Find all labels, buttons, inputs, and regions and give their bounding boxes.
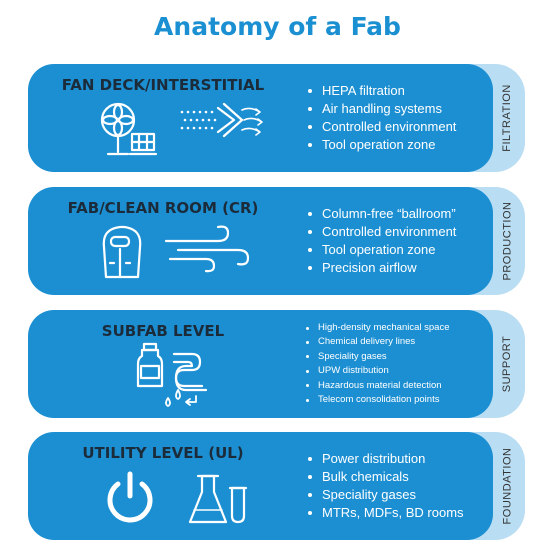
list-item: High-density mechanical space [304, 321, 449, 335]
water-drops-icon [165, 389, 197, 407]
fan-icon [100, 102, 136, 156]
list-item: Tool operation zone [306, 241, 456, 259]
tab-label-foundation: FOUNDATION [501, 447, 513, 525]
section-utility: FOUNDATION UTILITY LEVEL (UL) Power dist… [28, 432, 525, 540]
section-heading: FAN DECK/INTERSTITIAL [61, 76, 265, 94]
section-heading: SUBFAB LEVEL [101, 322, 225, 340]
list-item: Telecom consolidation points [304, 393, 449, 407]
power-icon [107, 471, 153, 523]
list-item: UPW distribution [304, 364, 449, 378]
section-panel: FAN DECK/INTERSTITIAL HEPA filtration Ai… [28, 64, 493, 172]
list-item: Tool operation zone [306, 136, 456, 154]
section-panel: SUBFAB LEVEL High-density mechanical spa… [28, 310, 493, 418]
section-clean-room: PRODUCTION FAB/CLEAN ROOM (CR) Column-fr… [28, 187, 525, 295]
section-panel: FAB/CLEAN ROOM (CR) Column-free “ballroo… [28, 187, 493, 295]
bullet-list: HEPA filtration Air handling systems Con… [306, 82, 456, 154]
solar-panel-icon [128, 132, 158, 156]
bullet-list: Power distribution Bulk chemicals Specia… [306, 450, 464, 522]
bullet-list: High-density mechanical space Chemical d… [304, 321, 449, 407]
tab-label-support: SUPPORT [501, 335, 514, 393]
list-item: HEPA filtration [306, 82, 456, 100]
list-item: Speciality gases [306, 486, 464, 504]
hepa-filter-icon [180, 102, 263, 138]
list-item: Controlled environment [306, 223, 456, 241]
list-item: Air handling systems [306, 100, 456, 118]
section-heading: FAB/CLEAN ROOM (CR) [67, 199, 259, 217]
list-item: Precision airflow [306, 259, 456, 277]
list-item: MTRs, MDFs, BD rooms [306, 504, 464, 522]
bullet-list: Column-free “ballroom” Controlled enviro… [306, 205, 456, 277]
tab-label-production: PRODUCTION [501, 201, 514, 281]
section-subfab: SUPPORT SUBFAB LEVEL High-density mechan… [28, 310, 525, 418]
section-heading: UTILITY LEVEL (UL) [82, 444, 244, 462]
tab-label-filtration: FILTRATION [501, 84, 514, 152]
wind-icon [164, 225, 250, 273]
section-panel: UTILITY LEVEL (UL) Power distribution Bu… [28, 432, 493, 540]
list-item: Bulk chemicals [306, 468, 464, 486]
section-icons [100, 102, 263, 156]
list-item: Hazardous material detection [304, 379, 449, 393]
cleanroom-suit-icon [102, 225, 142, 279]
list-item: Controlled environment [306, 118, 456, 136]
list-item: Column-free “ballroom” [306, 205, 456, 223]
flask-icon [188, 474, 228, 524]
list-item: Power distribution [306, 450, 464, 468]
list-item: Chemical delivery lines [304, 335, 449, 349]
page-title: Anatomy of a Fab [154, 12, 401, 41]
section-icons [107, 471, 248, 524]
pipe-icon [172, 352, 208, 392]
section-fan-deck: FILTRATION FAN DECK/INTERSTITIAL HEPA fi… [28, 64, 525, 172]
list-item: Speciality gases [304, 350, 449, 364]
test-tube-icon [228, 486, 248, 524]
chemical-bottle-icon [136, 342, 164, 388]
section-icons [102, 225, 250, 279]
section-icons [136, 342, 208, 407]
